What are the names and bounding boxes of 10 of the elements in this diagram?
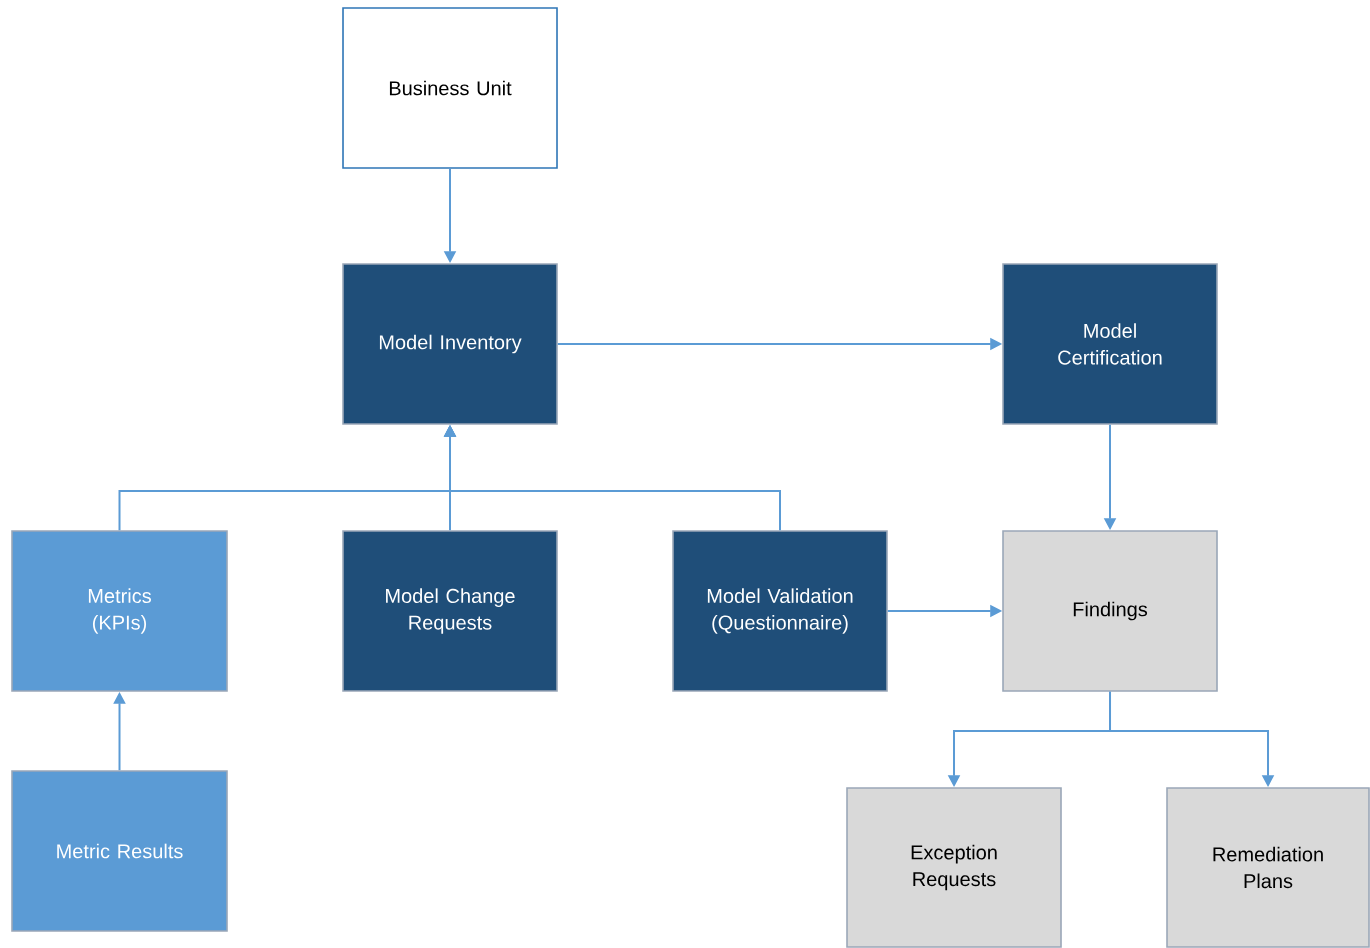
outcome-box: Exception Requests	[846, 787, 1062, 948]
process-box: Model Change Requests	[342, 530, 558, 692]
process-box: Model Certification	[1002, 263, 1218, 425]
metric-box: Metrics (KPIs)	[11, 530, 228, 692]
outcome-box: Remediation Plans	[1166, 787, 1370, 948]
process-box: Model Validation (Questionnaire)	[672, 530, 888, 692]
unit-box: Business Unit	[342, 7, 558, 169]
metric-box: Metric Results	[11, 770, 228, 932]
process-box: Model Inventory	[342, 263, 558, 425]
outcome-box: Findings	[1002, 530, 1218, 692]
